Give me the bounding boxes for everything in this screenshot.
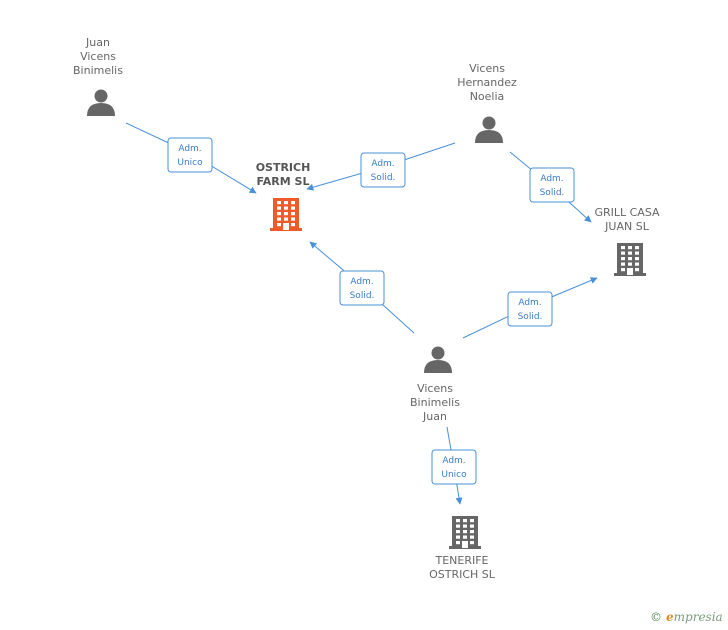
role-label-line: Adm. xyxy=(540,174,563,184)
person-name-line: Vicens xyxy=(417,382,453,395)
person-name-line: Noelia xyxy=(470,90,505,103)
company-name-line: FARM SL xyxy=(257,175,310,188)
company-name-line: OSTRICH xyxy=(256,161,311,174)
role-label-line: Adm. xyxy=(350,277,373,287)
company-name-line: TENERIFE xyxy=(434,554,488,567)
role-label-line: Unico xyxy=(441,470,467,480)
edge-vicens-binimelis-juan-to-ostrich-farm: Adm. Solid. xyxy=(309,241,415,334)
person-icon xyxy=(475,116,503,143)
edge-vicens-hernandez-noelia-to-grill-casa-juan: Adm. Solid. xyxy=(509,151,592,223)
edge-vicens-hernandez-noelia-to-ostrich-farm: Adm. Solid. xyxy=(306,142,456,191)
edge-juan-vicens-binimelis-to-ostrich-farm: Adm. Unico xyxy=(125,122,257,194)
person-name-line: Vicens xyxy=(469,62,505,75)
role-label-line: Adm. xyxy=(518,298,541,308)
company-name-line: OSTRICH SL xyxy=(429,568,496,581)
role-box[interactable] xyxy=(339,270,385,306)
person-icon xyxy=(424,346,452,373)
person-name-line: Vicens xyxy=(80,50,116,63)
brand-logo-text: mpresia xyxy=(673,610,723,624)
role-label-line: Adm. xyxy=(371,159,394,169)
role-box[interactable] xyxy=(431,449,477,485)
person-name-line: Juan xyxy=(85,36,110,49)
building-icon xyxy=(270,198,302,231)
copyright-symbol: © xyxy=(650,610,662,624)
building-icon xyxy=(449,516,481,549)
person-name-line: Binimelis xyxy=(73,64,123,77)
role-label-line: Solid. xyxy=(518,312,543,322)
role-box[interactable] xyxy=(529,167,575,203)
role-label-line: Unico xyxy=(177,158,203,168)
edge-vicens-binimelis-juan-to-grill-casa-juan: Adm. Solid. xyxy=(462,277,598,339)
building-icon xyxy=(614,243,646,276)
role-box[interactable] xyxy=(360,152,406,188)
person-name-line: Hernandez xyxy=(457,76,517,89)
company-name-line: JUAN SL xyxy=(604,220,650,233)
role-label-line: Solid. xyxy=(371,173,396,183)
person-name-line: Binimelis xyxy=(410,396,460,409)
person-name-line: Juan xyxy=(422,410,447,423)
role-box[interactable] xyxy=(167,137,213,173)
role-label-line: Solid. xyxy=(540,188,565,198)
person-icon xyxy=(87,89,115,116)
empresia-watermark: © empresia xyxy=(650,610,723,624)
role-label-line: Adm. xyxy=(442,456,465,466)
brand-logo-initial: e xyxy=(666,610,674,624)
company-name-line: GRILL CASA xyxy=(594,206,660,219)
role-box[interactable] xyxy=(507,291,553,327)
edge-vicens-binimelis-juan-to-tenerife-ostrich: Adm. Unico xyxy=(431,426,477,505)
role-label-line: Adm. xyxy=(178,144,201,154)
role-label-line: Solid. xyxy=(350,291,375,301)
